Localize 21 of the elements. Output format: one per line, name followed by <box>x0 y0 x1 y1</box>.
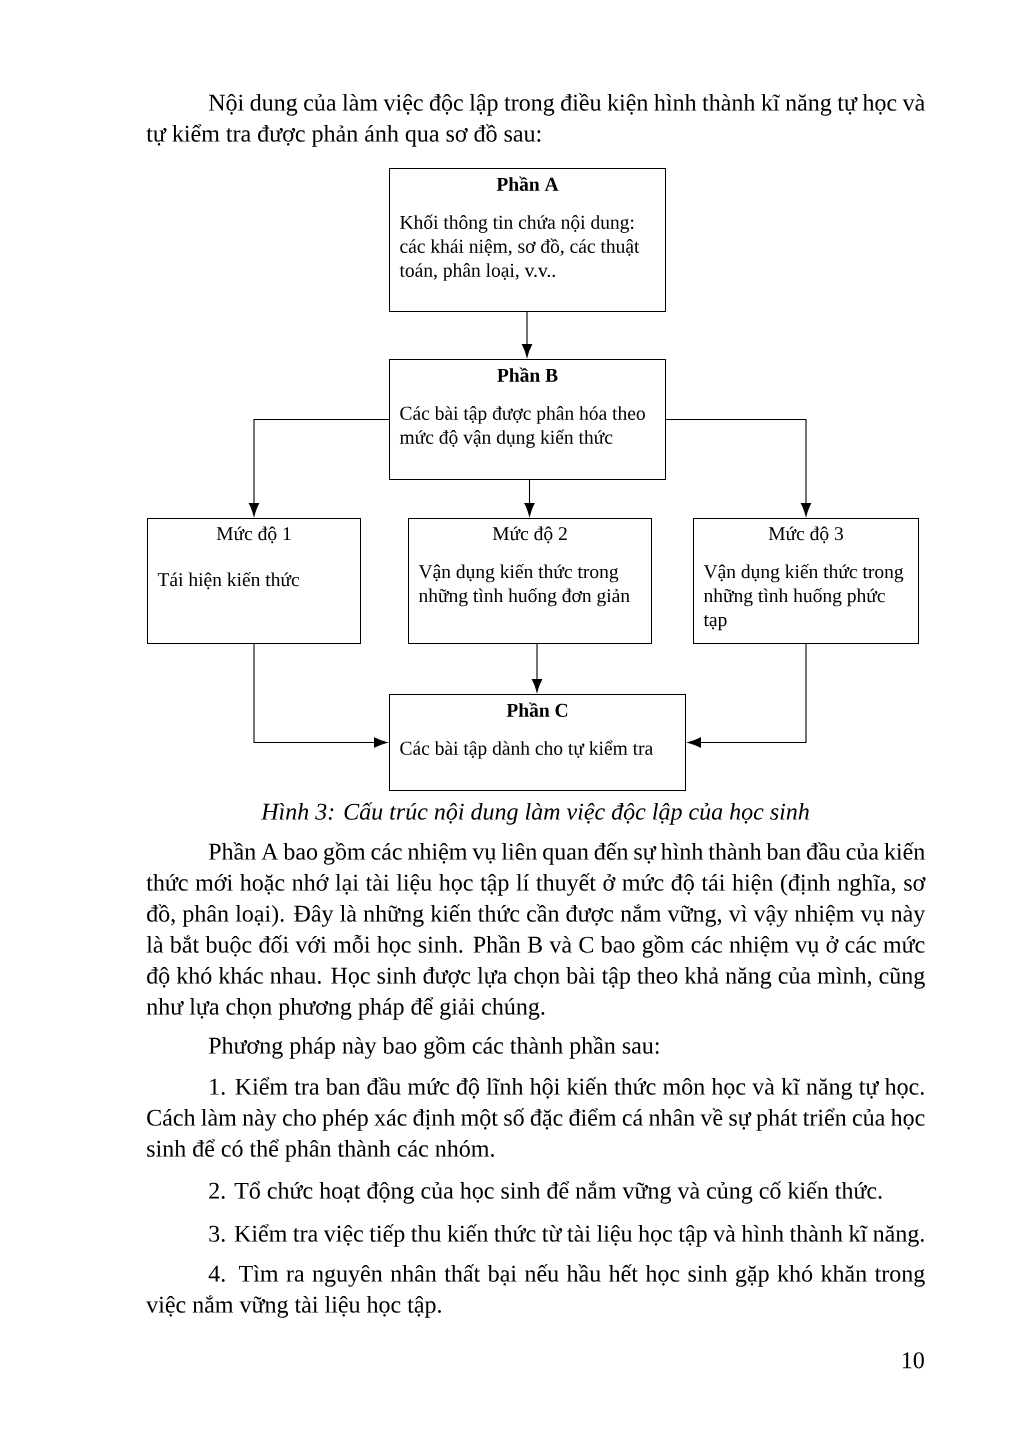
process-box: Phần B Các bài tập được phân hóa theo mức độ vận dụng kiến thức <box>389 359 666 480</box>
paragraph: 2. Tổ chức hoạt động của học sinh để nắm vững và củng cố kiến thức. <box>209 1181 882 1204</box>
arrow <box>531 643 543 693</box>
paragraph: 1. Kiểm tra ban đầu mức độ lĩnh hội kiến thức môn học và kĩ năng tự học. Cách làm này cho phép xác định một số đặc điểm cá nhân về sự phát triển của học sinh để có thể phân thành các nhóm. <box>147 1077 925 1162</box>
paragraph: 4. Tìm ra nguyên nhân thất bại nếu hầu hết học sinh gặp khó khăn trong việc nắm vững tài liệu học tập. <box>146 1264 925 1318</box>
paragraph: Phương pháp này bao gồm các thành phần sau: <box>208 1036 659 1059</box>
page-number: 10 <box>902 1352 924 1369</box>
process-box: Phần A Khối thông tin chứa nội dung: các khái niệm, sơ đồ, các thuật toán, phân loại, v.v.. <box>389 168 666 312</box>
arrow <box>687 643 807 748</box>
arrow <box>253 643 388 748</box>
paragraph: Phần A bao gồm các nhiệm vụ liên quan đến sự hình thành ban đầu của kiến thức mới hoặc nhớ lại tài liệu học tập lí thuyết ở mức độ tái hiện (định nghĩa, sơ đồ, phân loại). Đây là những kiến thức cần được nắm vững, vì vậy nhiệm vụ này là bắt buộc đối với mỗi học sinh. Phần B và C bao gồm các nhiệm vụ ở các mức độ khó khác nhau. Học sinh được lựa chọn bài tập theo khả năng của mình, cũng như lựa chọn phương pháp để giải chúng. <box>146 842 926 1020</box>
caption: Hình 3: Cấu trúc nội dung làm việc độc lập của học sinh <box>260 802 809 825</box>
arrow <box>665 418 812 517</box>
process-box: Phần C Các bài tập dành cho tự kiểm tra <box>389 694 686 791</box>
process-box: Mức độ 3 Vận dụng kiến thức trong những tình huống phức tạp <box>693 518 919 644</box>
arrow <box>524 479 535 517</box>
process-box: Mức độ 1 Tái hiện kiến thức <box>147 518 361 644</box>
process-box: Mức độ 2 Vận dụng kiến thức trong những tình huống đơn giản <box>408 518 652 644</box>
paragraph: 3. Kiểm tra việc tiếp thu kiến thức từ tài liệu học tập và hình thành kĩ năng. <box>209 1224 924 1247</box>
arrow <box>248 418 390 517</box>
arrow <box>521 311 533 358</box>
